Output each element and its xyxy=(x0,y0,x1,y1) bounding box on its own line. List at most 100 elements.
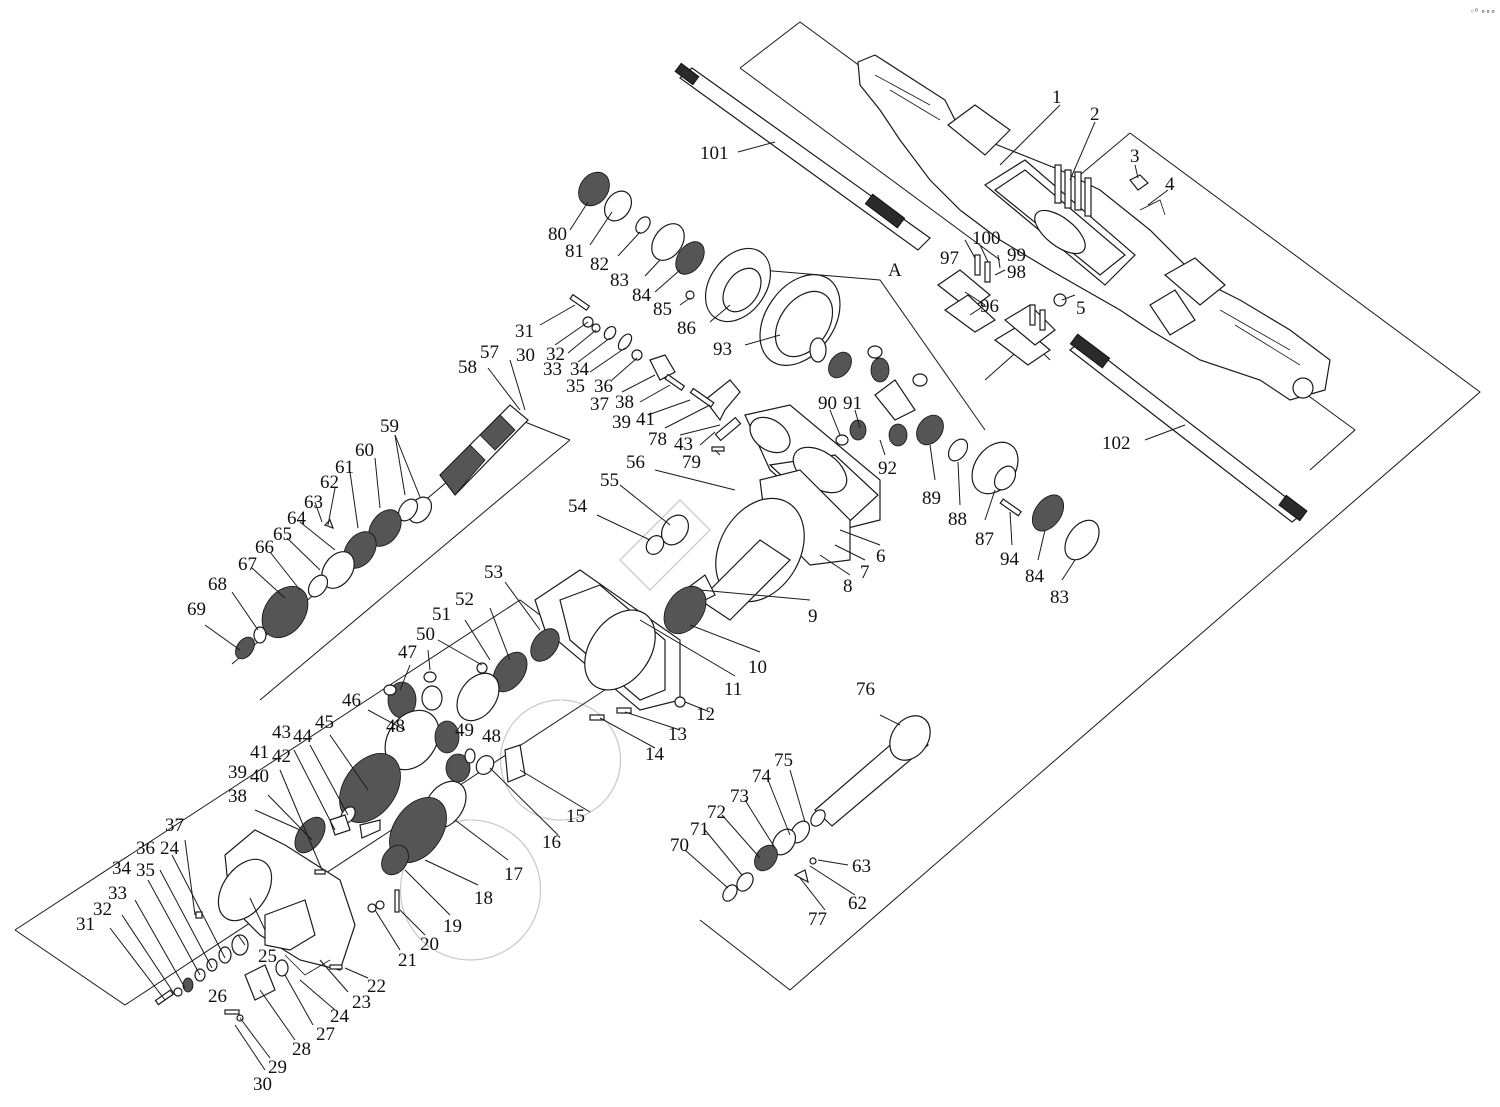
callout-5: 5 xyxy=(1076,298,1086,319)
callout-79: 79 xyxy=(682,452,701,473)
callout-24a: 24 xyxy=(330,1006,350,1027)
callout-47: 47 xyxy=(398,642,417,663)
corner-mark: ◦⁰ ∘∘∘ xyxy=(1470,7,1496,16)
callout-82: 82 xyxy=(590,254,609,275)
callout-36b: 36 xyxy=(594,376,613,397)
callout-33b: 33 xyxy=(543,359,562,380)
callout-75: 75 xyxy=(774,750,793,771)
callout-4: 4 xyxy=(1165,174,1175,195)
callout-48a: 48 xyxy=(386,716,405,737)
callout-57: 57 xyxy=(480,342,499,363)
callout-9: 9 xyxy=(808,606,818,627)
callout-69: 69 xyxy=(187,599,206,620)
callout-39b: 39 xyxy=(612,412,631,433)
callout-38b: 38 xyxy=(615,392,634,413)
axle-fasteners xyxy=(936,164,1166,366)
callout-62a: 62 xyxy=(320,472,339,493)
callout-28: 28 xyxy=(292,1039,311,1060)
callout-35b: 35 xyxy=(566,376,585,397)
callout-50: 50 xyxy=(416,624,435,645)
callout-8: 8 xyxy=(843,576,853,597)
callout-83b: 83 xyxy=(1050,587,1069,608)
callout-14: 14 xyxy=(645,744,665,765)
callout-101: 101 xyxy=(700,143,729,164)
callout-90: 90 xyxy=(818,393,837,414)
callout-20: 20 xyxy=(420,934,439,955)
leader-lines xyxy=(109,104,1186,1071)
callout-48b: 48 xyxy=(482,726,501,747)
callout-23: 23 xyxy=(352,992,371,1013)
callout-52: 52 xyxy=(455,589,474,610)
callout-63b: 63 xyxy=(852,856,871,877)
callout-37a: 37 xyxy=(165,815,184,836)
callout-32a: 32 xyxy=(93,899,112,920)
callout-99: 99 xyxy=(1007,245,1026,266)
callout-93: 93 xyxy=(713,339,732,360)
callout-38a: 38 xyxy=(228,786,247,807)
callout-3: 3 xyxy=(1130,146,1140,167)
callout-74: 74 xyxy=(752,766,772,787)
callout-84a: 84 xyxy=(632,285,652,306)
callout-77: 77 xyxy=(808,909,827,930)
callout-27: 27 xyxy=(316,1024,335,1045)
half-shaft-101 xyxy=(674,62,931,251)
callout-36a: 36 xyxy=(136,838,155,859)
callout-94: 94 xyxy=(1000,549,1020,570)
callout-92: 92 xyxy=(878,458,897,479)
callout-45: 45 xyxy=(315,712,334,733)
callout-41a: 41 xyxy=(250,742,269,763)
callout-68: 68 xyxy=(208,574,227,595)
callout-87: 87 xyxy=(975,529,994,550)
callout-59: 59 xyxy=(380,416,399,437)
view-marker-label: A xyxy=(888,260,902,281)
callout-7: 7 xyxy=(860,562,870,583)
callout-32b: 32 xyxy=(546,344,565,365)
callout-102: 102 xyxy=(1102,433,1131,454)
callout-96: 96 xyxy=(980,296,999,317)
callout-12: 12 xyxy=(696,704,715,725)
callout-83a: 83 xyxy=(610,270,629,291)
callout-41b: 41 xyxy=(636,409,655,430)
callout-86: 86 xyxy=(677,318,696,339)
callout-34a: 34 xyxy=(112,858,132,879)
callout-64: 64 xyxy=(287,508,307,529)
callout-81: 81 xyxy=(565,241,584,262)
callout-46: 46 xyxy=(342,690,361,711)
callout-35a: 35 xyxy=(136,860,155,881)
callout-85: 85 xyxy=(653,299,672,320)
callout-44: 44 xyxy=(293,726,313,747)
callout-76: 76 xyxy=(856,679,875,700)
callout-33a: 33 xyxy=(108,883,127,904)
callout-13: 13 xyxy=(668,724,687,745)
callout-71: 71 xyxy=(690,819,709,840)
callout-88: 88 xyxy=(948,509,967,530)
callout-34b: 34 xyxy=(570,359,590,380)
callout-43a: 43 xyxy=(272,722,291,743)
callout-2: 2 xyxy=(1090,104,1100,125)
callout-67: 67 xyxy=(238,554,257,575)
callout-63a: 63 xyxy=(304,492,323,513)
callout-53: 53 xyxy=(484,562,503,583)
callout-1: 1 xyxy=(1052,87,1062,108)
gear-train xyxy=(339,628,560,913)
callout-21: 21 xyxy=(398,950,417,971)
callout-62b: 62 xyxy=(848,893,867,914)
shift-parts-upper xyxy=(569,293,715,408)
callout-97: 97 xyxy=(940,248,959,269)
callout-labels: A 1 2 3 4 5 6 7 8 9 10 11 12 13 14 15 16… xyxy=(76,87,1175,1095)
callout-11: 11 xyxy=(724,679,742,700)
callout-54: 54 xyxy=(568,496,588,517)
axle-housing xyxy=(857,54,1331,401)
differential-parts xyxy=(578,171,1100,561)
callout-91: 91 xyxy=(843,393,862,414)
output-shaft xyxy=(722,715,931,902)
callout-25: 25 xyxy=(258,946,277,967)
callout-22: 22 xyxy=(367,976,386,997)
callout-6: 6 xyxy=(876,546,886,567)
callout-40: 40 xyxy=(250,766,269,787)
callout-43b: 43 xyxy=(674,434,693,455)
half-shaft-102 xyxy=(1069,333,1308,523)
callout-31b: 31 xyxy=(515,321,534,342)
transfer-housing xyxy=(534,514,707,721)
callout-78: 78 xyxy=(648,429,667,450)
